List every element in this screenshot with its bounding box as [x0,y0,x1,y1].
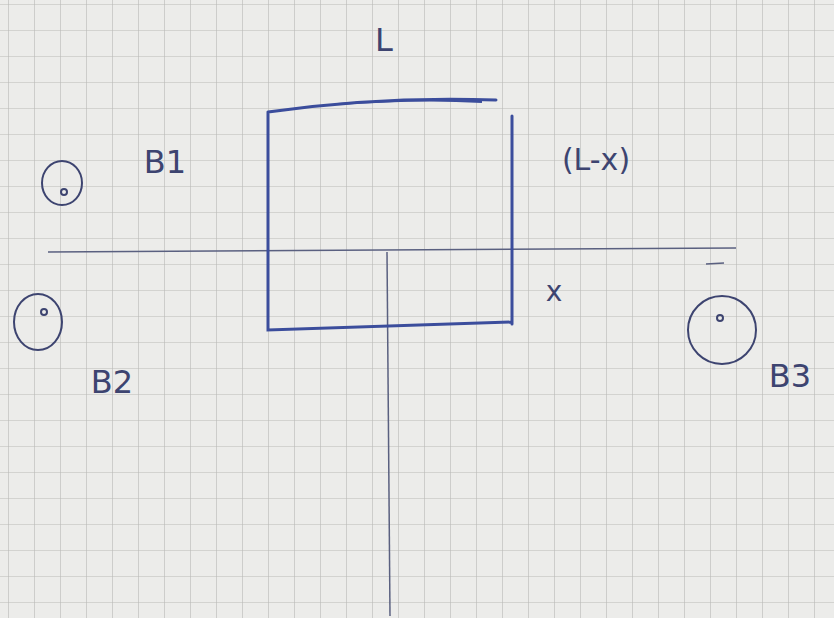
tick-mark [706,263,724,264]
square-loop [268,99,512,330]
field-boundary [48,248,736,252]
field-label: B3 [769,360,811,392]
side-length: L [375,24,393,56]
field-dot [41,309,47,315]
loop-overstroke [338,100,482,104]
field-dot [61,189,67,195]
segment-length: (L-x) [562,145,630,175]
field-label: B2 [91,366,133,398]
field-label: B1 [144,146,186,178]
field-symbols [14,161,756,364]
vertical-line [387,252,390,616]
field-out-circle [688,296,756,364]
field-out-circle [14,294,62,350]
field-out-circle [42,161,82,205]
displacement: x [546,278,563,306]
field-dot [717,315,723,321]
